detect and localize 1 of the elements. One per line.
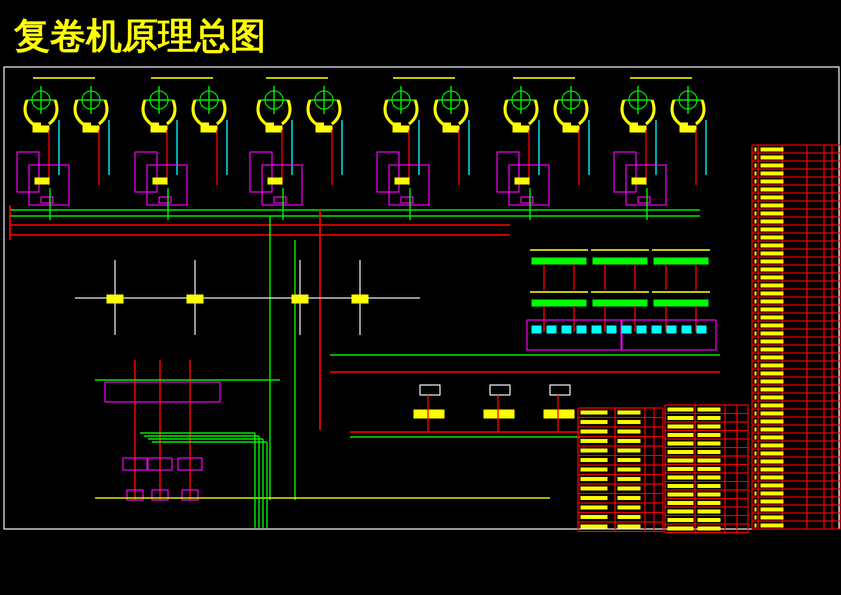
title: 复卷机原理总图 (14, 14, 266, 58)
